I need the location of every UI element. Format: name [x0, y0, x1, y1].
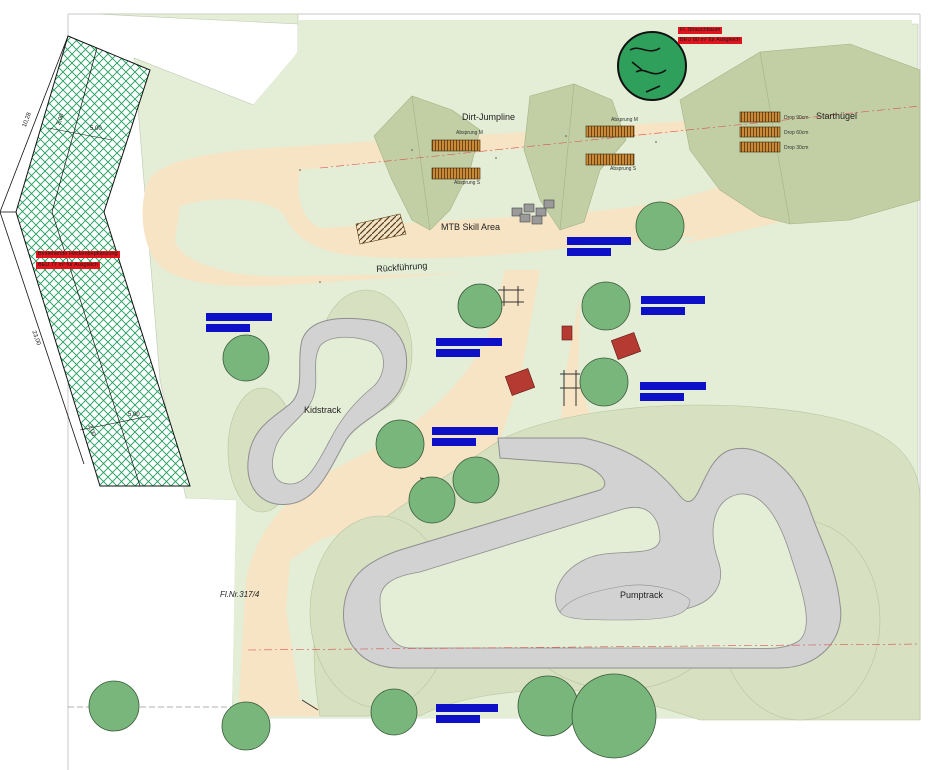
ramp-label: Absprung S: [454, 180, 481, 186]
ramp-label: Drop 30cm: [784, 145, 809, 151]
tree-icon: [408, 476, 456, 524]
tree-icon: [581, 281, 631, 331]
tree-info-tag: [206, 313, 272, 321]
tree-info-tag: [432, 427, 498, 435]
tree-icon: [221, 701, 271, 751]
tree-info-tag: [436, 715, 480, 723]
parcel-number-label: Fl.Nr.317/4: [220, 590, 260, 599]
ramp-label: Drop 60cm: [784, 130, 809, 136]
ramp-label: Absprung M: [611, 117, 638, 123]
kidstrack-track: [247, 317, 408, 505]
ramp-label: Absprung M: [456, 130, 483, 136]
tree-annotation-tag: Fl. Strauchbaum: [678, 27, 723, 34]
tree-icon: [579, 357, 629, 407]
strauchbaum-tree: [617, 31, 687, 101]
ramp-label: Absprung S: [610, 166, 637, 172]
tree-info-tag: [641, 296, 705, 304]
tree-icon: [457, 283, 503, 329]
track-markers: [299, 135, 657, 283]
hedge-annotation-tag: BEU 77 m² für Ausgleich: [36, 262, 100, 269]
tree-info-tag: [436, 338, 502, 346]
ramp-label: Drop 90cm: [784, 115, 809, 121]
axis-lines: [247, 105, 921, 651]
dirt-jumpline-label: Dirt-Jumpline: [462, 112, 516, 122]
mtb-skill-area-label: MTB Skill Area: [441, 222, 501, 232]
tree-info-tag: [640, 393, 684, 401]
tree-icon: [222, 334, 270, 382]
hedge-strip: [0, 35, 191, 487]
hedge-annotation-tag: Bestehende Heckenbepflanzung: [36, 251, 120, 258]
trees: [88, 201, 685, 759]
tree-info-tag: [641, 307, 685, 315]
tree-info-tag: [567, 237, 631, 245]
dimension-label: 5,00: [128, 412, 140, 418]
jump-ramps: [431, 111, 781, 180]
kidstrack-label: Kidstrack: [304, 405, 342, 415]
tree-icon: [452, 456, 500, 504]
dimension-label: 5,00: [90, 126, 102, 132]
hills: [373, 43, 921, 231]
tree-icon: [375, 419, 425, 469]
pumptrack-label: Pumptrack: [620, 590, 664, 600]
tree-icon: [571, 673, 657, 759]
tree-info-tag: [436, 349, 480, 357]
tree-info-tag: [206, 324, 250, 332]
pumptrack-track: [343, 437, 842, 669]
tree-icon: [88, 680, 140, 732]
tree-info-tag: [640, 382, 706, 390]
tree-info-tag: [436, 704, 498, 712]
tree-info-tag: [567, 248, 611, 256]
starthuegel-label: Starthügel: [816, 111, 858, 121]
tree-icon: [635, 201, 685, 251]
tree-icon: [370, 688, 418, 736]
skill-features: [301, 199, 642, 711]
tree-annotation-tag: BEU 80 m² für Ausgleich: [678, 37, 742, 44]
tree-icon: [517, 675, 579, 737]
tree-info-tag: [432, 438, 476, 446]
